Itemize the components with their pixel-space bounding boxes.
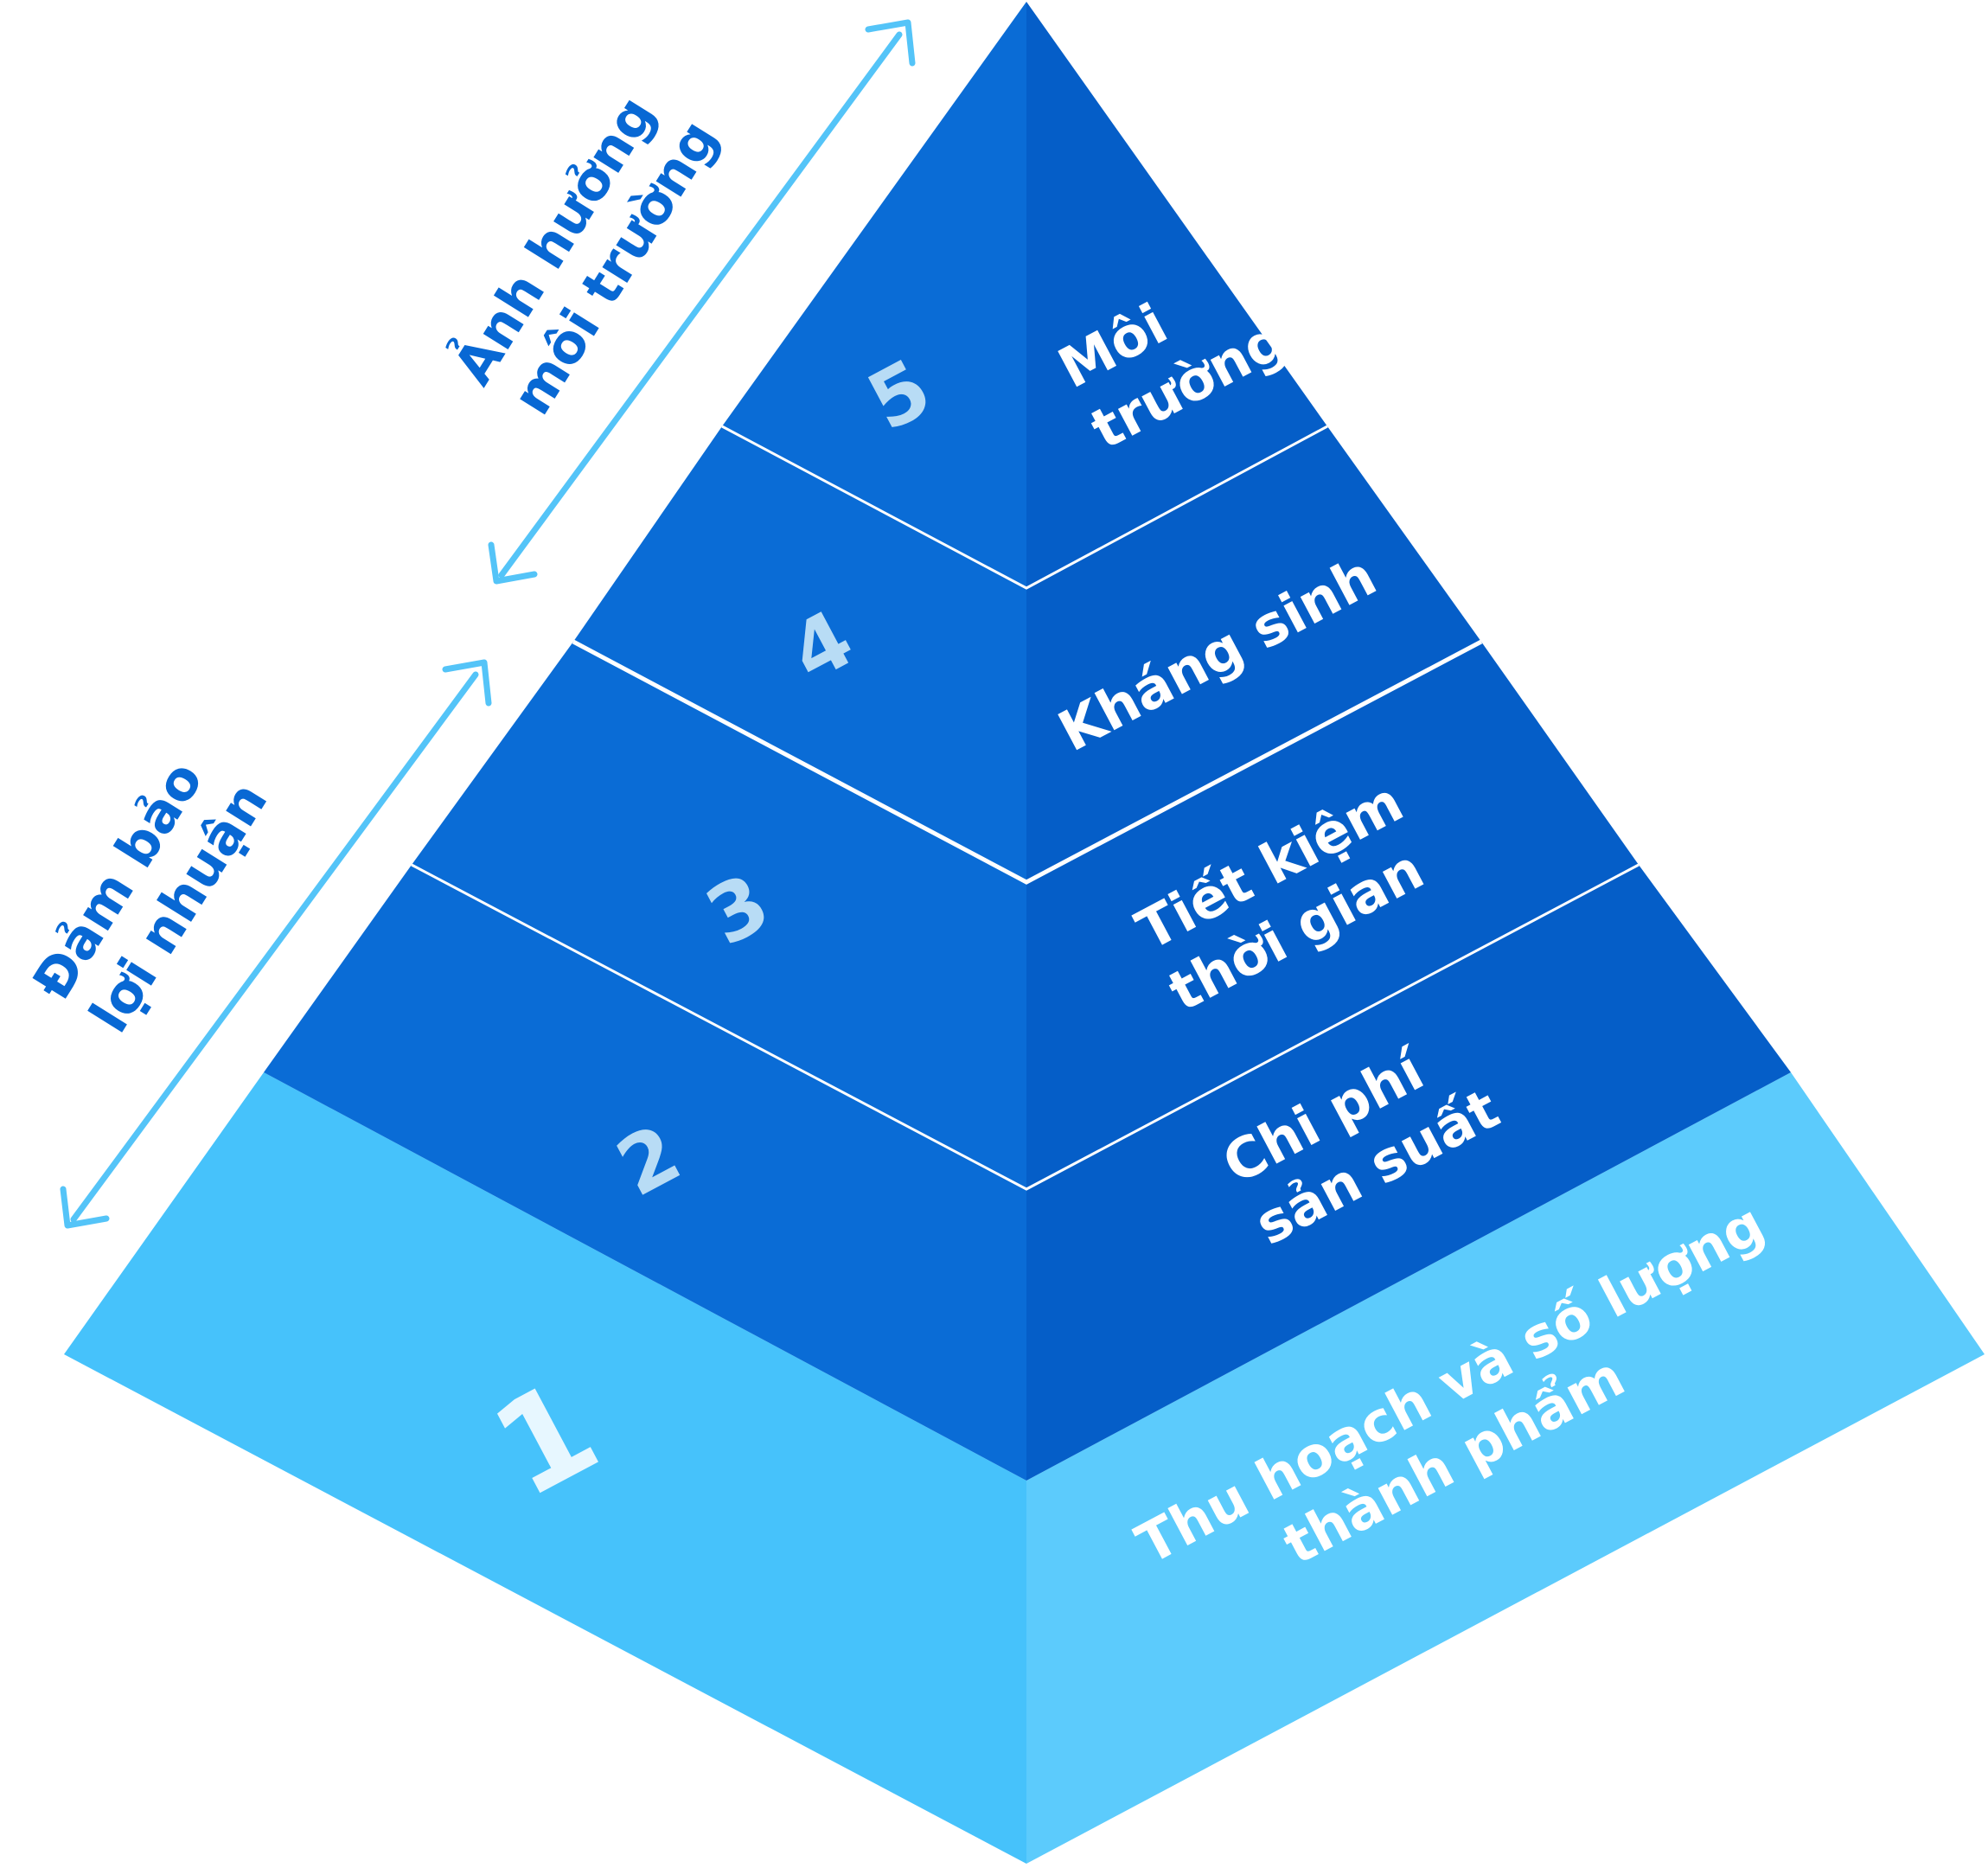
- level-2: [264, 865, 1791, 1481]
- upper-double-arrow: [488, 19, 916, 585]
- lower-arrow-head-top: [442, 659, 492, 707]
- level-5: [722, 2, 1327, 588]
- level-dividers: [411, 425, 1640, 1191]
- lower-double-arrow: [60, 659, 492, 1229]
- level-3-left-face: [412, 642, 1026, 1189]
- level-4-left-face: [573, 426, 1026, 882]
- level-1-left-face: [64, 1072, 1026, 1864]
- level-3-right-face: [1026, 642, 1639, 1189]
- divider-2-3: [411, 863, 1640, 1191]
- level-1-right-face: [1026, 1072, 1985, 1864]
- divider-4-5: [721, 425, 1328, 590]
- upper-side-label: Ảnh hưởng môi trường: [437, 67, 733, 430]
- level-5-right-face: [1026, 2, 1327, 588]
- lower-side-label: Đảm bảo lợi nhuận: [20, 734, 280, 1045]
- level-4-right-face: [1026, 426, 1481, 882]
- upper-arrow-head-bottom: [488, 541, 538, 585]
- level-2-right-face: [1026, 865, 1791, 1481]
- level-3: [412, 642, 1639, 1189]
- divider-3-4: [572, 639, 1483, 885]
- level-2-left-face: [264, 865, 1026, 1481]
- level-4: [573, 426, 1481, 882]
- level-5-left-face: [722, 2, 1026, 588]
- level-1: [64, 1072, 1985, 1864]
- upper-arrow-head-top: [865, 19, 916, 67]
- lower-arrow-head-bottom: [60, 1186, 110, 1229]
- side-arrows: [60, 19, 916, 1229]
